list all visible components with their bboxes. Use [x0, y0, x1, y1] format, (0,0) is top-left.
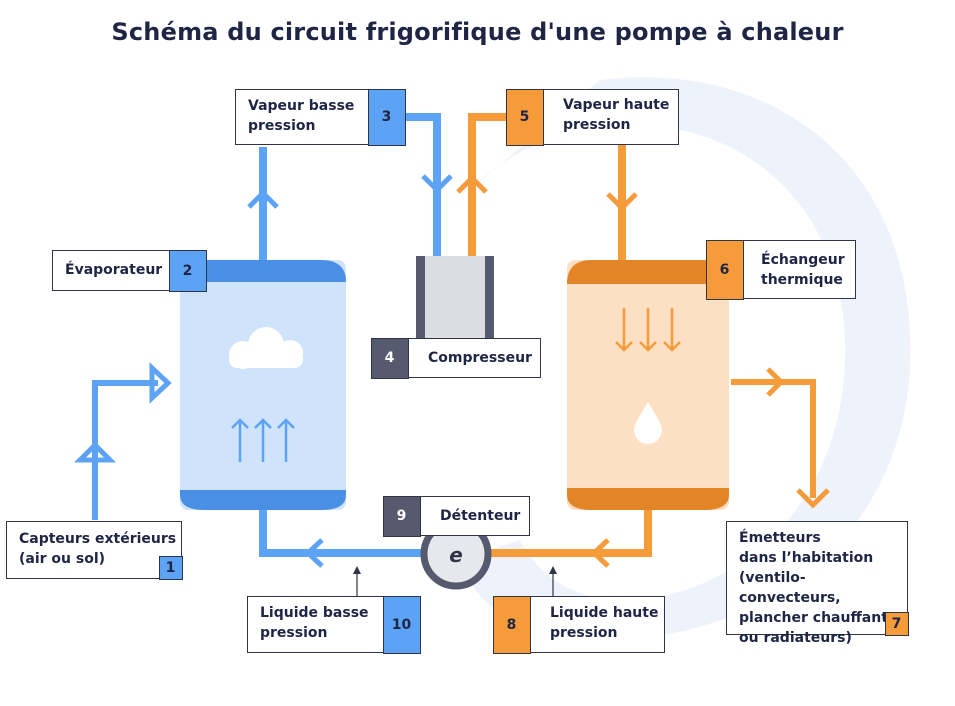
label-evaporator-number: 2: [168, 249, 207, 292]
pipe-low-liquid: [259, 510, 424, 557]
label-heat-exchanger: 6 Échangeur thermique: [705, 239, 856, 300]
water-drop-icon: [634, 402, 662, 444]
compressor-body: [416, 256, 494, 338]
cloud-icon: [229, 327, 303, 369]
label-high-pressure-vapor-number: 5: [505, 88, 544, 146]
label-low-pressure-vapor-text: Vapeur basse pression: [248, 98, 355, 134]
pipe-high-liquid: [490, 510, 652, 557]
descending-heat-arrows: [615, 308, 681, 352]
label-evaporator-text: Évaporateur: [65, 262, 163, 278]
label-outdoor-collectors: Capteurs extérieurs (air ou sol) 1: [6, 521, 183, 580]
arrowhead-left-high-liquid: [590, 538, 610, 568]
pipe-to-emitters: [731, 379, 816, 498]
watermark-logo: [460, 77, 911, 641]
pointer-high-liquid: [549, 566, 557, 596]
arrowhead-down-exchanger-in: [606, 192, 638, 212]
expansion-valve-letter: e: [449, 543, 463, 567]
label-heat-exchanger-number: 6: [705, 239, 744, 300]
label-evaporator: Évaporateur 2: [52, 249, 207, 292]
pipe-compressor-out: [468, 113, 506, 258]
label-low-pressure-vapor: Vapeur basse pression 3: [235, 88, 406, 146]
label-heat-exchanger-text: Échangeur thermique: [761, 252, 845, 288]
label-high-pressure-vapor-text: Vapeur haute pression: [563, 97, 670, 133]
label-expansion-valve-text: Détenteur: [440, 508, 521, 524]
pipe-low-vapor-to-compressor: [405, 113, 441, 258]
label-low-pressure-liquid-text: Liquide basse pression: [260, 605, 369, 641]
arrowhead-down-emitters: [796, 488, 830, 509]
label-emitters-number: 7: [884, 611, 909, 636]
label-high-pressure-vapor: 5 Vapeur haute pression: [505, 88, 679, 146]
label-expansion-valve: 9 Détenteur: [382, 495, 530, 537]
evaporator-tank: [180, 260, 346, 510]
arrowhead-right-emitters: [766, 367, 785, 397]
arrowhead-right-collector: [149, 362, 172, 404]
label-expansion-valve-number: 9: [382, 495, 421, 537]
label-compressor-text: Compresseur: [428, 350, 532, 366]
pointer-low-liquid: [353, 566, 361, 596]
page-title: Schéma du circuit frigorifique d'une pom…: [111, 18, 844, 46]
label-low-pressure-liquid-number: 10: [382, 595, 421, 654]
outdoor-collector-arrow: [92, 380, 158, 520]
heat-exchanger-tank: [567, 260, 729, 510]
label-emitters-text: Émetteurs dans l’habitation (ventilo-con…: [739, 530, 888, 646]
arrowhead-up-collector: [73, 441, 117, 463]
label-emitters: Émetteurs dans l’habitation (ventilo-con…: [726, 521, 909, 646]
label-compressor: 4 Compresseur: [370, 337, 541, 379]
label-outdoor-collectors-text: Capteurs extérieurs (air ou sol): [19, 531, 177, 567]
label-low-pressure-liquid: Liquide basse pression 10: [247, 595, 421, 654]
label-high-pressure-liquid-text: Liquide haute pression: [550, 605, 659, 641]
arrowhead-up-evaporator: [247, 189, 279, 209]
rising-heat-arrows: [231, 418, 295, 462]
label-high-pressure-liquid-number: 8: [492, 595, 531, 654]
label-low-pressure-vapor-number: 3: [367, 88, 406, 146]
label-outdoor-collectors-number: 1: [158, 555, 183, 580]
arrowhead-up-compressor-out: [456, 174, 488, 194]
arrowhead-down-compressor-in: [421, 174, 453, 194]
label-high-pressure-liquid: 8 Liquide haute pression: [492, 595, 665, 654]
label-compressor-number: 4: [370, 337, 409, 379]
arrowhead-left-low-liquid: [304, 538, 324, 568]
